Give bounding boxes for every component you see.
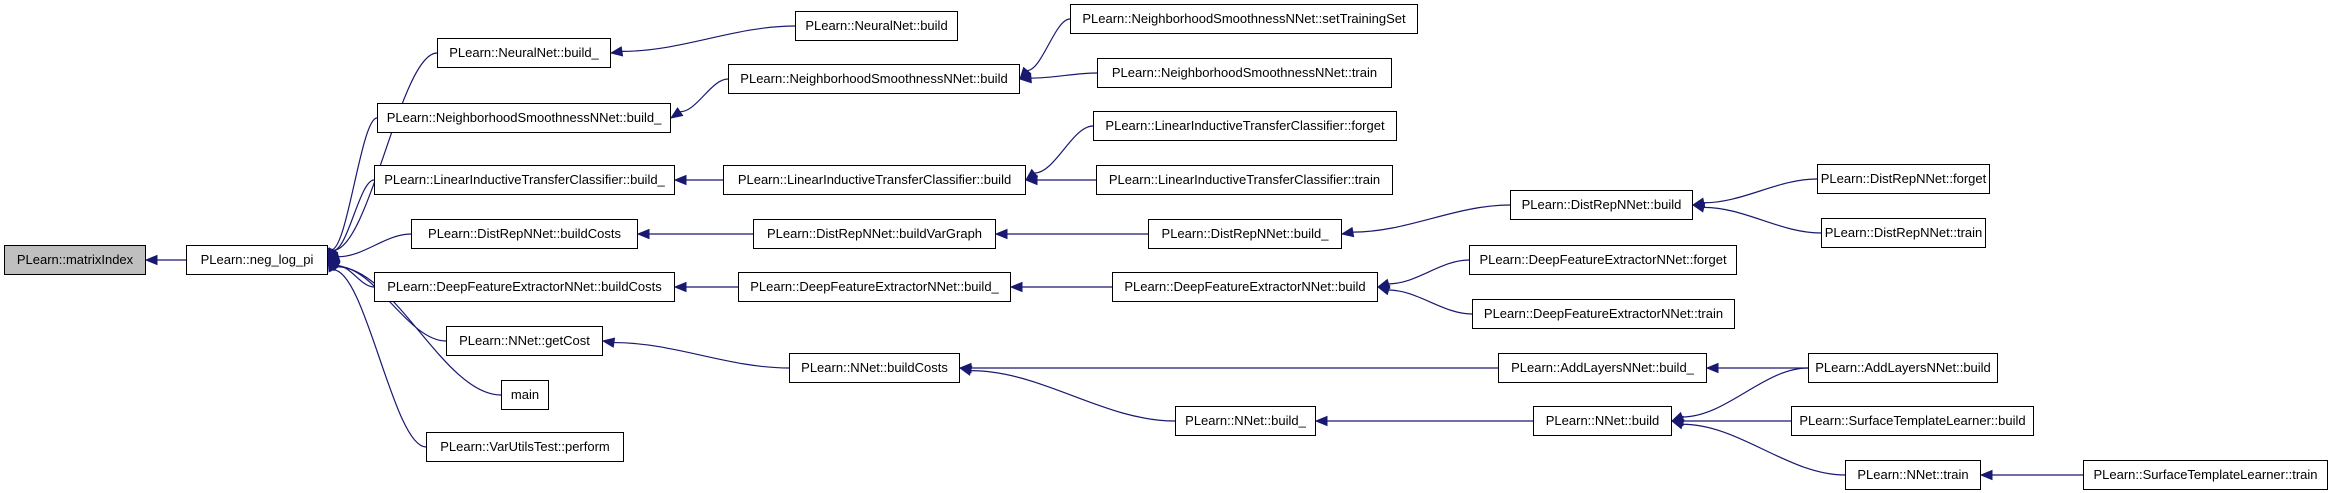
node-main[interactable]: main	[501, 380, 549, 410]
call-edge	[336, 266, 502, 396]
node-varutilstest-perform[interactable]: PLearn::VarUtilsTest::perform	[426, 432, 624, 462]
call-edge	[333, 52, 438, 251]
node-nnet-build-underscore[interactable]: PLearn::NNet::build_	[1175, 406, 1316, 436]
node-nnet-getcost[interactable]: PLearn::NNet::getCost	[446, 326, 603, 356]
arrowhead	[1314, 415, 1328, 427]
node-distrep-build[interactable]: PLearn::DistRepNNet::build	[1510, 190, 1693, 220]
node-nnet-buildcosts[interactable]: PLearn::NNet::buildCosts	[789, 353, 960, 383]
node-linear-inductive-forget[interactable]: PLearn::LinearInductiveTransferClassifie…	[1093, 111, 1397, 141]
node-distrep-train[interactable]: PLearn::DistRepNNet::train	[1821, 218, 1986, 248]
node-deepfeature-buildcosts[interactable]: PLearn::DeepFeatureExtractorNNet::buildC…	[374, 272, 675, 302]
call-edge	[1682, 423, 1846, 476]
node-nnet-build[interactable]: PLearn::NNet::build	[1533, 406, 1672, 436]
node-addlayers-build-underscore[interactable]: PLearn::AddLayersNNet::build_	[1498, 353, 1707, 383]
node-neg-log-pi[interactable]: PLearn::neg_log_pi	[186, 245, 328, 275]
arrowhead	[327, 258, 338, 273]
node-surfacetemplate-build[interactable]: PLearn::SurfaceTemplateLearner::build	[1791, 406, 2034, 436]
node-distrep-buildvargraph[interactable]: PLearn::DistRepNNet::buildVarGraph	[753, 219, 996, 249]
node-linear-inductive-build[interactable]: PLearn::LinearInductiveTransferClassifie…	[723, 165, 1026, 195]
call-edge	[1388, 259, 1470, 285]
arrowhead	[1018, 72, 1032, 84]
call-edge	[1703, 206, 1822, 234]
node-distrep-buildcosts[interactable]: PLearn::DistRepNNet::buildCosts	[411, 219, 638, 249]
call-edge	[338, 233, 412, 258]
call-edge	[1030, 72, 1098, 79]
arrowhead	[958, 365, 973, 376]
arrowhead	[1009, 281, 1023, 293]
arrowhead	[673, 174, 687, 186]
call-edge	[333, 179, 375, 252]
call-edge	[1352, 204, 1511, 233]
node-nnet-train[interactable]: PLearn::NNet::train	[1845, 460, 1981, 490]
call-edge	[680, 78, 729, 113]
arrowhead	[1340, 226, 1355, 238]
arrowhead	[1705, 362, 1719, 374]
call-edge	[621, 25, 796, 53]
arrowhead	[609, 46, 624, 57]
node-deepfeature-build[interactable]: PLearn::DeepFeatureExtractorNNet::build	[1112, 272, 1378, 302]
node-neighborhood-smoothness-build[interactable]: PLearn::NeighborhoodSmoothnessNNet::buil…	[728, 64, 1020, 94]
arrowhead	[994, 228, 1008, 240]
node-linear-inductive-build-underscore[interactable]: PLearn::LinearInductiveTransferClassifie…	[374, 165, 675, 195]
arrowhead	[669, 107, 684, 119]
arrowhead	[1024, 174, 1038, 186]
call-edge	[1026, 18, 1071, 72]
node-neighborhood-smoothness-train[interactable]: PLearn::NeighborhoodSmoothnessNNet::trai…	[1097, 58, 1392, 88]
arrowhead	[1691, 202, 1706, 213]
node-matrix-index[interactable]: PLearn::matrixIndex	[4, 245, 146, 275]
node-deepfeature-forget[interactable]: PLearn::DeepFeatureExtractorNNet::forget	[1469, 245, 1737, 275]
arrowhead	[144, 254, 158, 266]
node-linear-inductive-train[interactable]: PLearn::LinearInductiveTransferClassifie…	[1096, 165, 1393, 195]
node-neuralnet-build[interactable]: PLearn::NeuralNet::build	[795, 11, 958, 41]
call-edge	[1034, 125, 1094, 174]
call-edge	[331, 117, 378, 251]
call-edge	[613, 341, 790, 369]
call-edge	[970, 370, 1176, 422]
node-addlayers-build[interactable]: PLearn::AddLayersNNet::build	[1808, 353, 1998, 383]
call-edge	[1703, 178, 1818, 204]
node-neuralnet-build-underscore[interactable]: PLearn::NeuralNet::build_	[437, 38, 611, 68]
arrowhead	[636, 228, 650, 240]
node-neighborhood-smoothness-settrainingset[interactable]: PLearn::NeighborhoodSmoothnessNNet::setT…	[1070, 4, 1418, 34]
node-neighborhood-smoothness-build-underscore[interactable]: PLearn::NeighborhoodSmoothnessNNet::buil…	[377, 103, 671, 133]
call-edge	[1682, 367, 1809, 418]
arrowhead	[601, 337, 616, 348]
call-edge	[337, 264, 375, 288]
node-deepfeature-build-underscore[interactable]: PLearn::DeepFeatureExtractorNNet::build_	[738, 272, 1011, 302]
arrowhead	[1670, 419, 1685, 430]
node-distrep-build-underscore[interactable]: PLearn::DistRepNNet::build_	[1148, 219, 1342, 249]
call-edge	[333, 269, 427, 448]
node-surfacetemplate-train[interactable]: PLearn::SurfaceTemplateLearner::train	[2083, 460, 2328, 490]
call-edge	[1388, 289, 1473, 315]
arrowhead	[1979, 469, 1993, 481]
node-deepfeature-train[interactable]: PLearn::DeepFeatureExtractorNNet::train	[1472, 299, 1735, 329]
arrowhead	[673, 281, 687, 293]
node-distrep-forget[interactable]: PLearn::DistRepNNet::forget	[1817, 164, 1990, 194]
arrowhead	[1376, 285, 1391, 296]
